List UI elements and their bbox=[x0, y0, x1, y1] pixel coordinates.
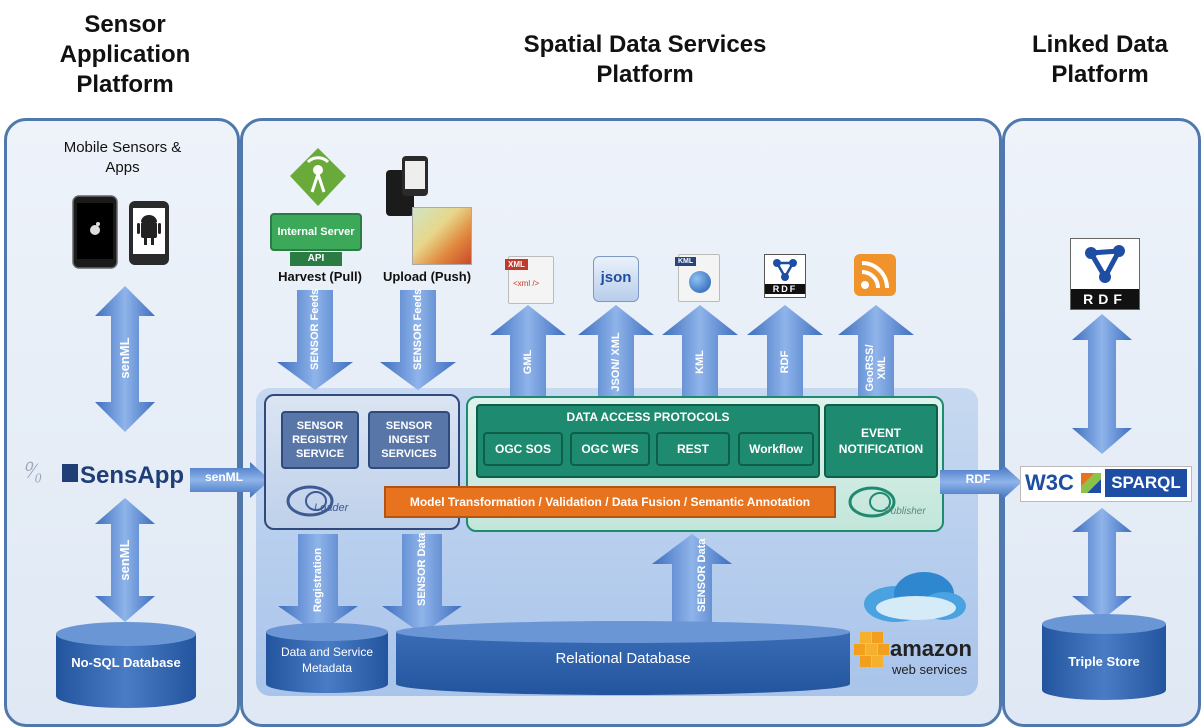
upload-phone-icon bbox=[386, 156, 430, 218]
rest-button: REST bbox=[656, 432, 730, 466]
relational-db-cylinder bbox=[396, 621, 850, 695]
rdf-label: RDF bbox=[779, 350, 791, 374]
sensor-data-down-arrow bbox=[382, 534, 462, 634]
amazon-text: amazon bbox=[890, 636, 972, 661]
europe-map-icon bbox=[412, 207, 472, 265]
senml-arrow-top bbox=[95, 286, 155, 432]
ogc-sos-button: OGC SOS bbox=[483, 432, 563, 466]
senml-top-label: senML bbox=[117, 337, 132, 379]
gml-arrow bbox=[490, 305, 566, 401]
sensor-ingest-services: SENSOR INGEST SERVICES bbox=[368, 411, 450, 469]
rdf-right-arrow bbox=[940, 464, 1022, 500]
sparql-triple-arrow bbox=[1072, 508, 1132, 620]
json-icon-text: json bbox=[600, 269, 632, 286]
rdf-small-text: RDF bbox=[765, 284, 805, 294]
kml-icon-tag: KML bbox=[675, 257, 697, 266]
rdf-sparql-arrow bbox=[1072, 314, 1132, 454]
triple-store-label: Triple Store bbox=[1068, 654, 1140, 669]
xml-tag-text: <xml /> bbox=[513, 279, 540, 288]
sensor-data-up-arrow bbox=[652, 534, 732, 634]
amazon-boxes-icon bbox=[854, 632, 890, 668]
ogc-wfs-button: OGC WFS bbox=[570, 432, 650, 466]
triple-store-cylinder bbox=[1042, 614, 1166, 700]
registration-label: Registration bbox=[312, 547, 324, 613]
registration-arrow bbox=[278, 534, 358, 634]
senml-right-label: senML bbox=[204, 470, 243, 484]
transformation-bar: Model Transformation / Validation / Data… bbox=[384, 486, 836, 518]
georss-label: GeoRSS/ XML bbox=[864, 344, 888, 392]
loader-text: Loader bbox=[314, 502, 349, 514]
android-phone-icon bbox=[128, 200, 170, 266]
webservices-text: web services bbox=[892, 662, 968, 677]
xml-icon-tag: XML bbox=[505, 259, 528, 270]
w3c-sparql-logo: W3C SPARQL bbox=[1020, 466, 1192, 502]
event-notification-box: EVENT NOTIFICATION bbox=[824, 404, 938, 478]
sensapp-logo: ⁰⁄₀ SensApp bbox=[22, 458, 185, 489]
globe-icon bbox=[689, 271, 711, 293]
sensor-feeds-arrow-2 bbox=[380, 290, 456, 390]
sensapp-text: SensApp bbox=[80, 462, 185, 489]
sparql-text: SPARQL bbox=[1105, 469, 1187, 497]
json-icon: json bbox=[593, 256, 639, 302]
upload-label: Upload (Push) bbox=[382, 269, 472, 284]
senml-arrow-bottom bbox=[95, 498, 155, 622]
harvest-label: Harvest (Pull) bbox=[278, 269, 362, 284]
internal-server-label: Internal Server bbox=[277, 225, 355, 238]
publisher-text: Publisher bbox=[884, 506, 926, 517]
sensor-registry-service: SENSOR REGISTRY SERVICE bbox=[281, 411, 359, 469]
data-access-protocols-title: DATA ACCESS PROTOCOLS bbox=[566, 410, 730, 424]
metadata-db-label: Data and Service Metadata bbox=[280, 645, 374, 675]
loader-logo: Loader bbox=[286, 484, 356, 518]
rdf-logo: RDF bbox=[1070, 238, 1140, 310]
kml-label: KML bbox=[694, 350, 706, 374]
georss-arrow bbox=[838, 305, 914, 401]
rdf-right-label: RDF bbox=[965, 472, 991, 486]
antenna-icon bbox=[290, 148, 346, 206]
rdf-arrow bbox=[747, 305, 823, 401]
linked-platform-title: Linked Data Platform bbox=[1031, 31, 1169, 88]
metadata-db-cylinder bbox=[266, 623, 388, 693]
sensor-feeds-label-1: SENSOR Feeds bbox=[309, 288, 321, 370]
relational-db-label: Relational Database bbox=[555, 650, 691, 667]
gml-label: GML bbox=[522, 349, 534, 375]
json-label: JSON/ XML bbox=[610, 332, 622, 392]
rdf-small-icon: RDF bbox=[764, 254, 806, 298]
nosql-database-label: No-SQL Database bbox=[71, 655, 181, 670]
internal-server-box: Internal Server bbox=[270, 213, 362, 251]
kml-arrow bbox=[662, 305, 738, 401]
senml-right-arrow bbox=[190, 462, 270, 498]
sensor-feeds-label-2: SENSOR Feeds bbox=[412, 288, 424, 370]
spatial-platform-title: Spatial Data Services Platform bbox=[523, 31, 767, 88]
w3c-text: W3C bbox=[1025, 470, 1074, 495]
senml-bottom-label: senML bbox=[117, 539, 132, 581]
api-tag: API bbox=[290, 252, 342, 266]
workflow-button: Workflow bbox=[738, 432, 814, 466]
rss-icon bbox=[854, 254, 896, 296]
sensor-feeds-arrow-1 bbox=[277, 290, 353, 390]
json-arrow bbox=[578, 305, 654, 401]
kml-file-icon: KML bbox=[675, 254, 720, 302]
xml-file-icon: XML <xml /> bbox=[505, 256, 554, 304]
rdf-logo-text: RDF bbox=[1071, 289, 1139, 309]
nosql-database-cylinder bbox=[56, 622, 196, 708]
cloud-icon bbox=[864, 572, 966, 622]
mobile-sensors-label: Mobile Sensors & Apps bbox=[63, 139, 182, 176]
sensor-data-up-label: SENSOR Data bbox=[696, 538, 708, 612]
publisher-logo: Publisher bbox=[846, 484, 926, 522]
sensor-data-down-label: SENSOR Data bbox=[416, 532, 428, 606]
cube-icon bbox=[1081, 473, 1101, 493]
sensor-platform-title: Sensor Application Platform bbox=[59, 11, 191, 98]
iphone-icon bbox=[72, 195, 118, 269]
